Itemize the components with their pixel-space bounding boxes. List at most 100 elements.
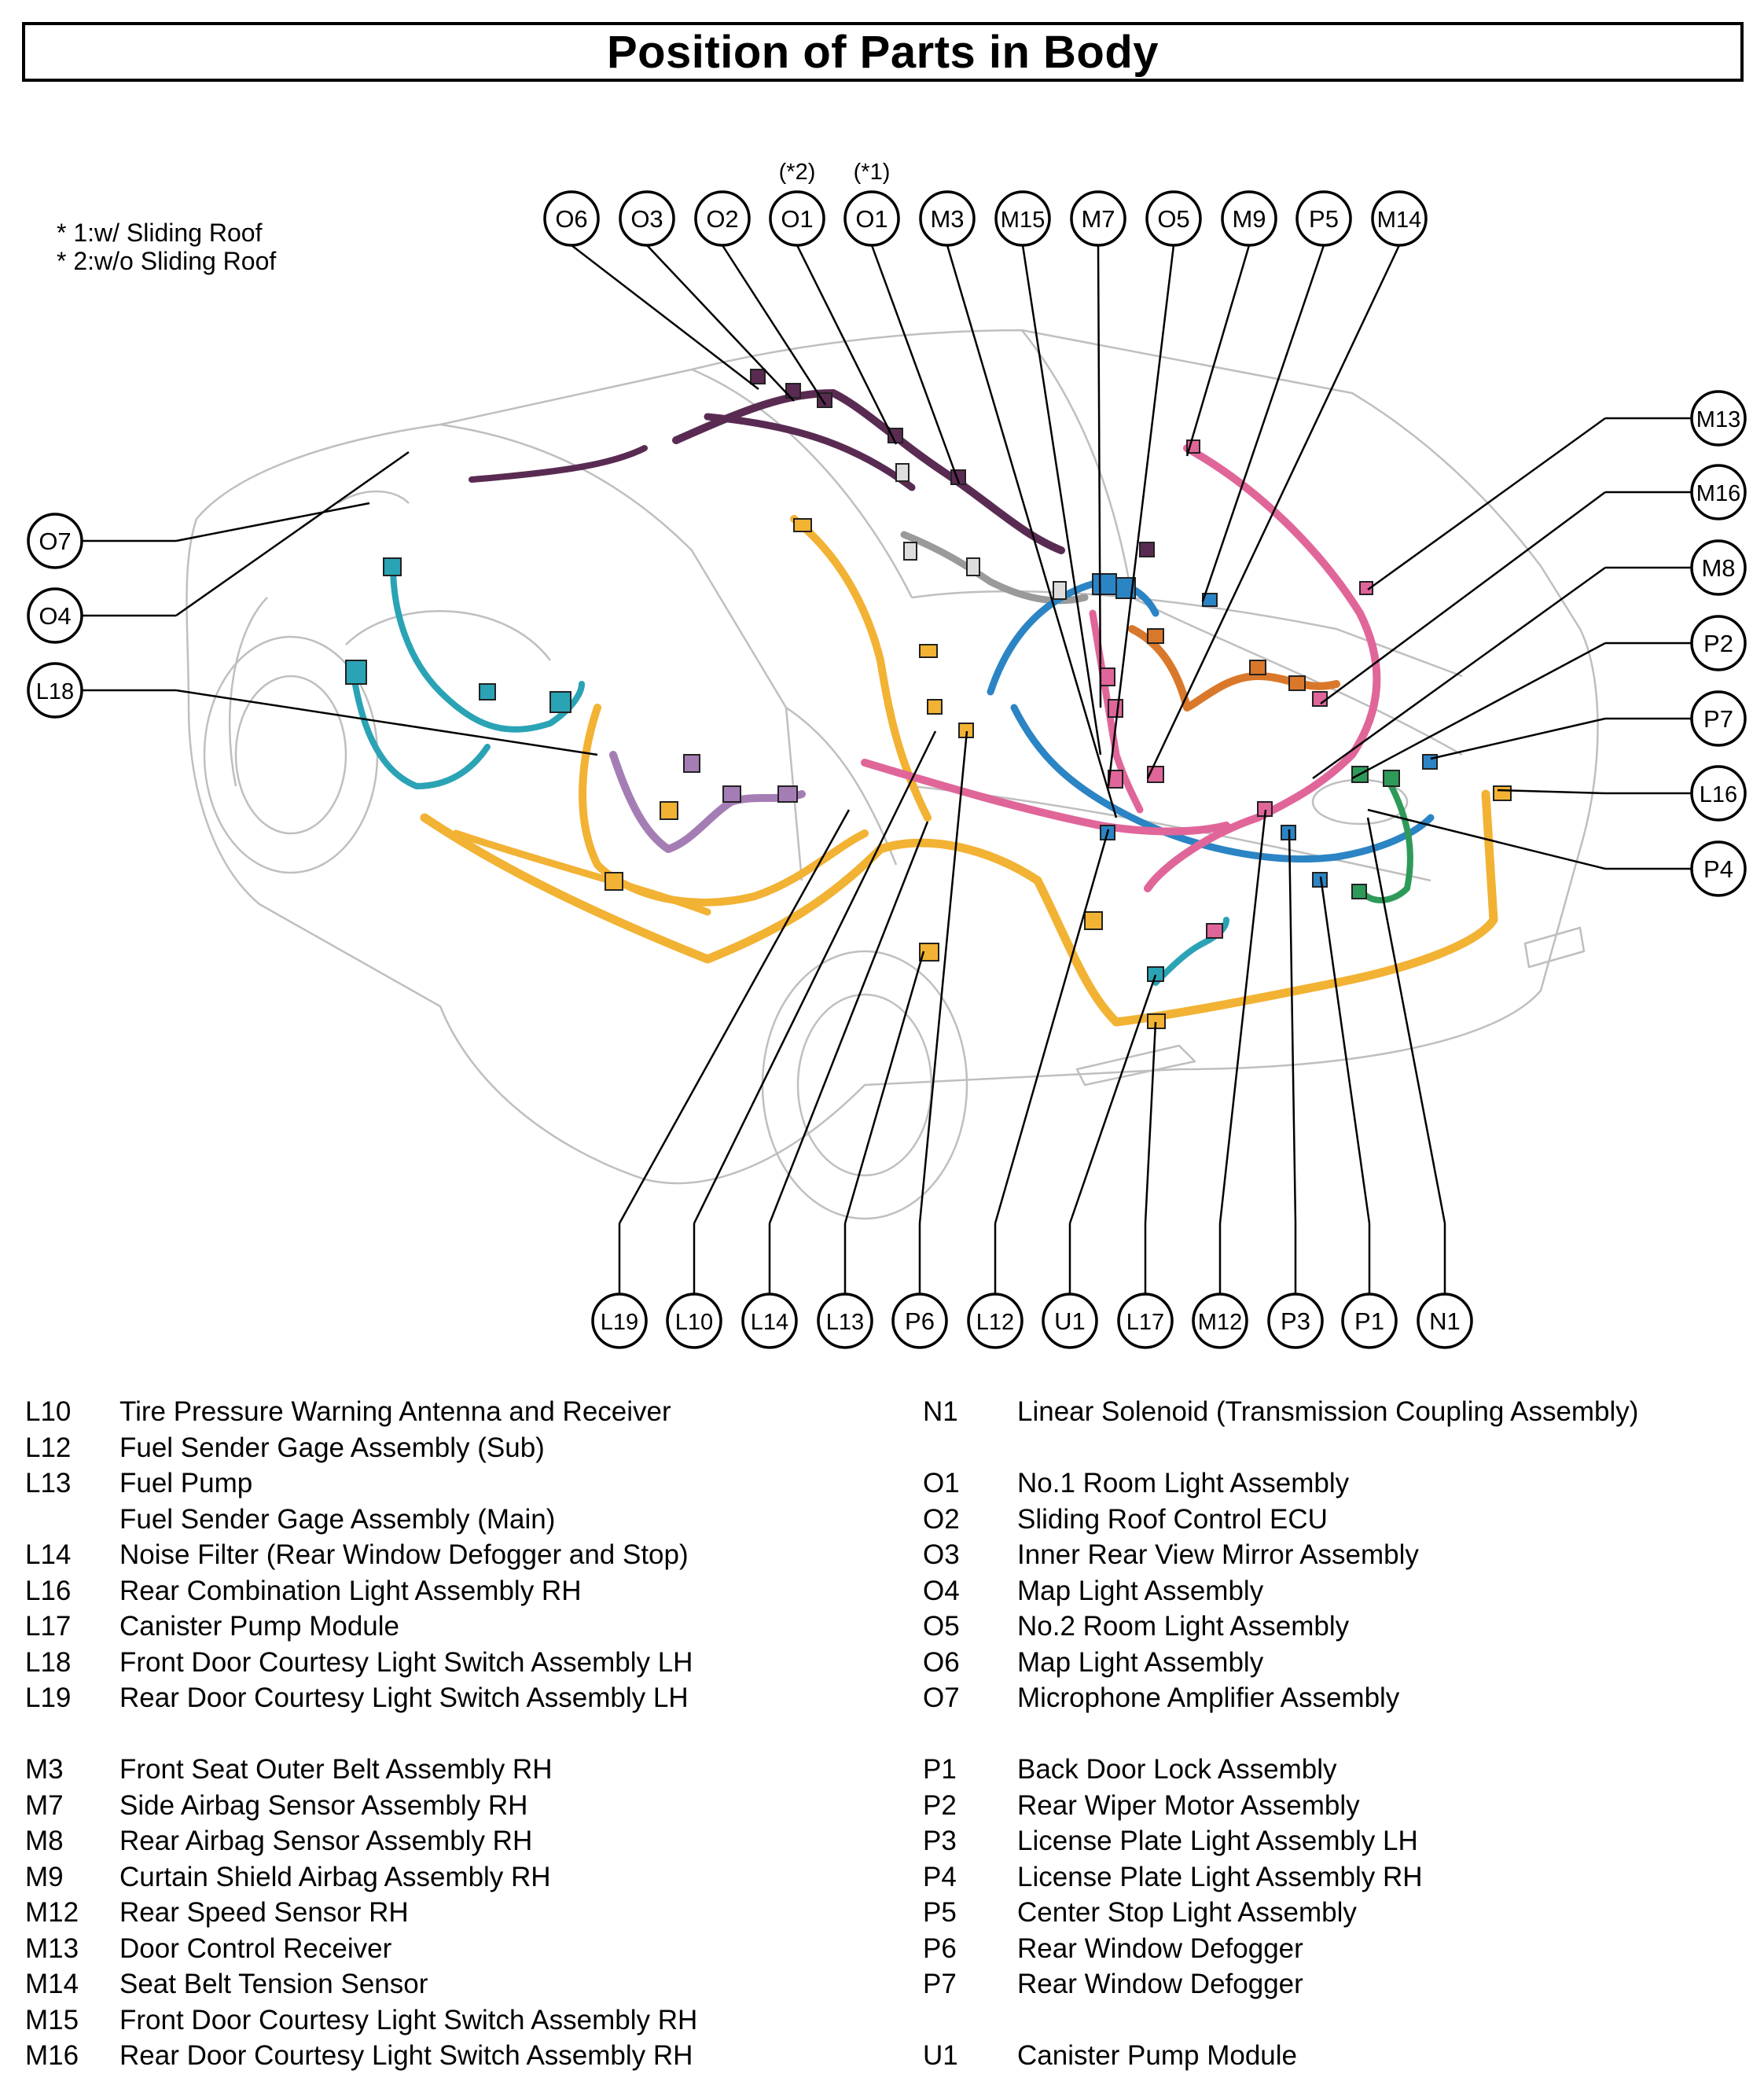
- callout-circle: [1690, 690, 1747, 747]
- legend-code: P2: [923, 1789, 957, 1821]
- legend-code: L13: [25, 1468, 72, 1499]
- legend-part-name: Back Door Lock Assembly: [1017, 1754, 1337, 1785]
- legend-spacer: [923, 2002, 1638, 2039]
- legend-code: P4: [923, 1861, 957, 1892]
- leader-line: [768, 821, 929, 1224]
- legend-part-name: Fuel Pump: [119, 1468, 253, 1499]
- callout-m3: M3: [919, 190, 976, 247]
- callout-p7: P7: [1690, 690, 1747, 747]
- leader-line: [175, 689, 598, 756]
- legend-part-name: Rear Window Defogger: [1017, 1932, 1303, 1964]
- callout-label: L19: [601, 1310, 638, 1335]
- note-no-sliding-roof: * 2:w/o Sliding Roof: [57, 247, 277, 275]
- legend-part-name: Tire Pressure Warning Antenna and Receiv…: [119, 1396, 671, 1427]
- leader-lines: [82, 245, 1692, 1294]
- callout-circle: [1145, 190, 1202, 247]
- callout-l18: L18: [27, 662, 83, 719]
- leader-line: [1288, 829, 1297, 1224]
- legend-code: O7: [923, 1682, 960, 1713]
- callout-m15: M15: [994, 190, 1051, 247]
- callout-l10: L10: [666, 1293, 722, 1349]
- callout-circle: [1192, 1293, 1248, 1349]
- legend-part-name: Inner Rear View Mirror Assembly: [1017, 1539, 1419, 1570]
- leader-line: [175, 502, 370, 542]
- legend-part-name: Rear Door Courtesy Light Switch Assembly…: [119, 1682, 689, 1713]
- leader-line: [946, 245, 1118, 818]
- leader-line: [843, 951, 925, 1224]
- callout-m14: M14: [1371, 190, 1428, 247]
- leader-line: [1497, 789, 1606, 795]
- leader-line: [1430, 717, 1606, 760]
- callout-circle: [1117, 1293, 1174, 1349]
- leader-line: [796, 245, 898, 445]
- callout-circle: [891, 1293, 948, 1349]
- legend-part-name: License Plate Light Assembly LH: [1017, 1826, 1418, 1856]
- callout-o1: O1: [769, 190, 825, 247]
- callout-label: O4: [39, 602, 71, 630]
- callout-label: O1: [855, 205, 888, 233]
- callout-circle: [817, 1293, 873, 1349]
- callout-p6: P6: [891, 1293, 948, 1349]
- legend-code: O3: [923, 1539, 960, 1570]
- callout-p3: P3: [1267, 1293, 1324, 1349]
- callout-circle: [1070, 190, 1126, 247]
- note-sliding-roof: * 1:w/ Sliding Roof: [57, 219, 263, 247]
- callout-l17: L17: [1117, 1293, 1174, 1349]
- callout-label: O5: [1157, 205, 1189, 233]
- pink-harness-floor: [861, 759, 1230, 836]
- callout-label: P5: [1309, 205, 1339, 233]
- legend-code: M16: [25, 2040, 79, 2071]
- callout-circle: [967, 1293, 1023, 1349]
- legend-code: P3: [923, 1826, 957, 1856]
- callout-label: P6: [905, 1307, 935, 1335]
- legend-part-name: No.1 Room Light Assembly: [1017, 1468, 1350, 1499]
- legend-code: [25, 1502, 119, 1538]
- callout-n1: N1: [1417, 1293, 1473, 1349]
- callout-circle: [1042, 1293, 1098, 1349]
- callout-p2: P2: [1690, 615, 1747, 671]
- callout-label: P2: [1703, 630, 1733, 657]
- callout-label: M14: [1377, 208, 1421, 233]
- legend-code: L18: [25, 1646, 72, 1678]
- callout-label: P1: [1354, 1307, 1384, 1335]
- legend-code: L17: [25, 1611, 72, 1642]
- callout-label: L17: [1126, 1310, 1164, 1335]
- leader-line: [1320, 491, 1606, 705]
- legend-part-name: Rear Window Defogger: [1017, 1969, 1303, 1999]
- callout-circle: [994, 190, 1051, 247]
- legend-part-name: Noise Filter (Rear Window Defogger and S…: [119, 1539, 689, 1570]
- callout-l16: L16: [1690, 765, 1747, 822]
- legend-row: Fuel Sender Gage Assembly (Main): [25, 1502, 697, 1538]
- callout-m8: M8: [1690, 539, 1747, 596]
- callout-circle: [1690, 615, 1747, 671]
- callout-p5: P5: [1295, 190, 1352, 247]
- callout-label: L13: [826, 1310, 864, 1335]
- legend-left: L10 Tire Pressure Warning Antenna and Rec…: [25, 1394, 697, 2074]
- callout-circle: [1267, 1293, 1324, 1349]
- leader-line: [1146, 245, 1401, 779]
- leader-line: [1097, 245, 1102, 708]
- callout-circle: [619, 190, 675, 247]
- callout-circle: [27, 587, 83, 644]
- callout-o7: O7: [27, 513, 83, 569]
- callout-p1: P1: [1341, 1293, 1398, 1349]
- legend-code: P5: [923, 1897, 957, 1928]
- legend-spacer: [25, 1716, 697, 1752]
- callout-label: L18: [36, 679, 74, 704]
- legend-code: L10: [25, 1396, 72, 1427]
- roof-harness-front: [469, 445, 648, 483]
- leader-line: [870, 245, 961, 484]
